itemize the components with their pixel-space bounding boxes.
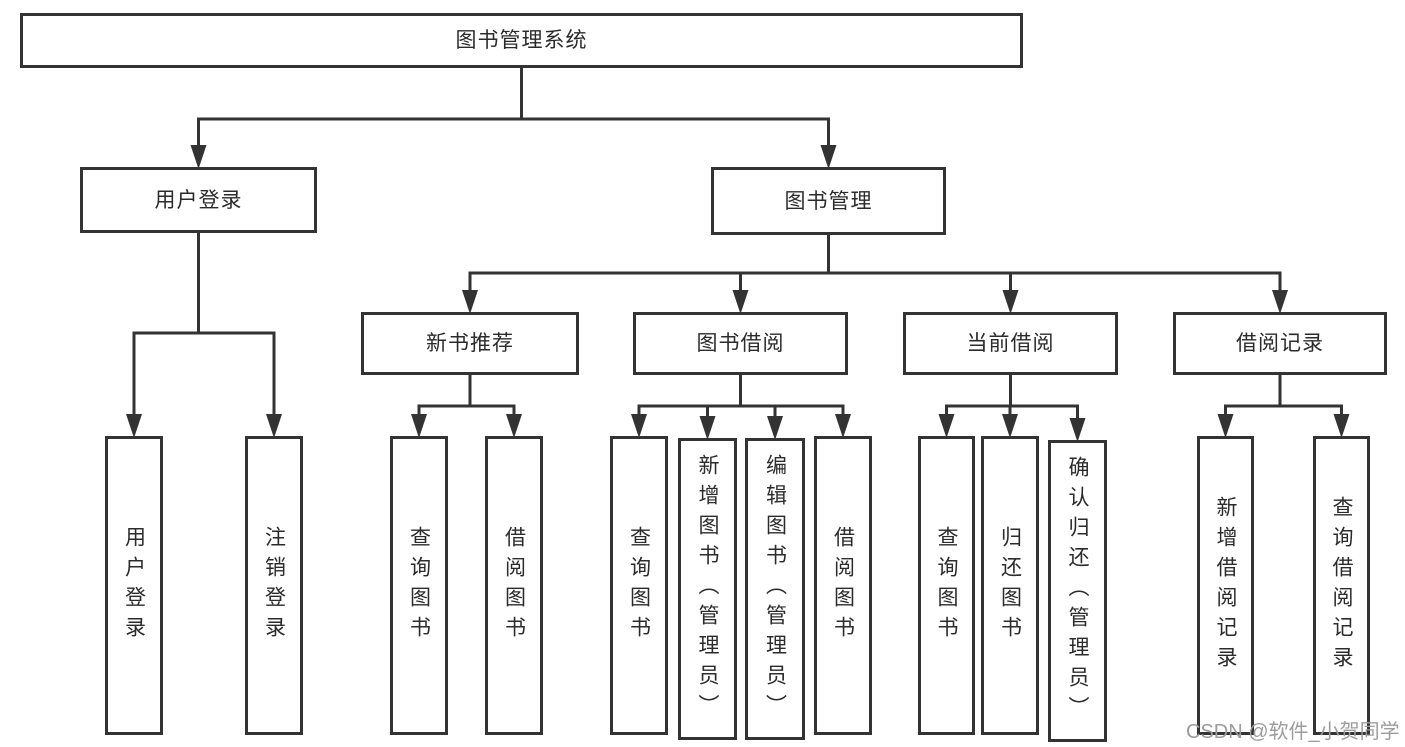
arrowhead-icon [835,414,851,438]
node-label: 借阅图书 [502,525,526,646]
node-logout-leaf: 注销登录 [245,436,303,735]
node-label: 新书推荐 [426,332,514,355]
node-label: 编辑图书（管理员） [763,454,787,724]
node-label: 用户登录 [122,525,146,646]
node-cb-confirm-return-admin: 确认归还（管理员） [1048,440,1107,742]
arrowhead-icon [1217,414,1234,438]
node-label: 借阅记录 [1236,332,1324,355]
arrowhead-icon [190,145,207,169]
arrowhead-icon [820,145,837,169]
node-label: 查询图书 [627,525,651,646]
arrowhead-icon [699,416,716,440]
node-user-login: 用户登录 [80,167,317,233]
node-br-add-record: 新增借阅记录 [1197,436,1254,735]
arrowhead-icon [506,414,522,438]
node-label: 新增图书（管理员） [696,454,719,724]
node-cb-query-book: 查询图书 [918,436,975,735]
node-current-borrow: 当前借阅 [903,312,1118,375]
node-root: 图书管理系统 [20,13,1023,68]
node-label: 归还图书 [998,525,1022,646]
arrowhead-icon [411,414,427,438]
node-login-leaf: 用户登录 [105,436,163,735]
arrowhead-icon [1333,414,1350,438]
arrowhead-icon [462,290,478,314]
node-br-query-record: 查询借阅记录 [1313,436,1370,735]
node-label: 查询图书 [407,525,431,646]
node-bb-query-book: 查询图书 [610,436,668,735]
node-label: 注销登录 [262,525,286,646]
arrowhead-icon [1069,418,1086,442]
node-book-borrow: 图书借阅 [633,312,848,375]
node-cb-return-book: 归还图书 [981,436,1039,735]
node-label: 图书管理系统 [455,29,588,52]
node-nbr-borrow-book: 借阅图书 [485,436,543,735]
node-bb-borrow-book: 借阅图书 [814,436,872,735]
node-borrow-records: 借阅记录 [1173,312,1387,375]
node-label: 图书管理 [784,189,873,213]
watermark-text: CSDN @软件_小贺同学 [1186,721,1400,743]
arrowhead-icon [631,414,647,438]
node-label: 用户登录 [154,188,243,212]
arrowhead-icon [1002,414,1018,438]
node-bb-add-book-admin: 新增图书（管理员） [678,438,737,740]
arrowhead-icon [1272,290,1288,314]
node-nbr-query-book: 查询图书 [390,436,448,735]
arrowhead-icon [938,414,955,438]
node-bb-edit-book-admin: 编辑图书（管理员） [745,438,805,740]
node-label: 图书借阅 [696,332,785,355]
node-label: 新增借阅记录 [1214,495,1237,676]
arrowhead-icon [767,416,783,440]
arrowhead-icon [266,414,282,438]
node-label: 查询图书 [935,525,958,646]
node-label: 确认归还（管理员） [1066,456,1089,726]
node-label: 当前借阅 [966,332,1055,355]
arrowhead-icon [126,414,142,438]
arrowhead-icon [1002,290,1019,314]
node-new-book-rec: 新书推荐 [361,312,579,375]
node-book-mgmt: 图书管理 [711,167,946,235]
arrowhead-icon [732,290,749,314]
node-label: 借阅图书 [831,525,855,646]
node-label: 查询借阅记录 [1330,495,1353,676]
